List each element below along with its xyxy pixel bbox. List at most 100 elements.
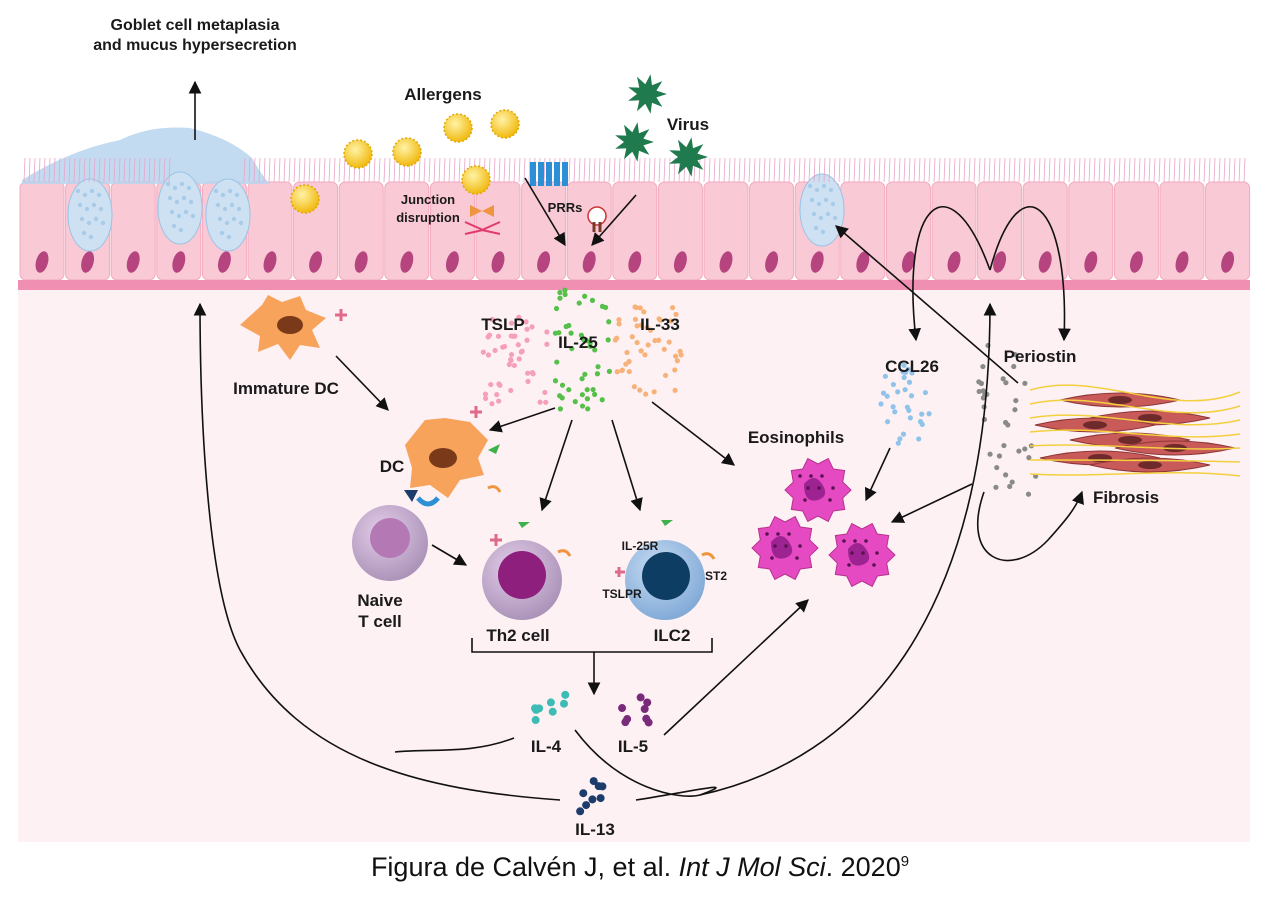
tslp-dot [486, 332, 493, 338]
cilium [953, 157, 956, 183]
tslp-dot [529, 324, 535, 330]
cilium [1098, 157, 1101, 183]
cilium [918, 157, 921, 183]
il33-dot [632, 316, 639, 322]
il25-dot [557, 289, 563, 296]
mucus-granule [88, 234, 94, 240]
il33-dot [661, 346, 667, 352]
mucus-granule [236, 206, 242, 212]
tslp-dot [542, 389, 548, 396]
periostin-dot [978, 380, 985, 387]
cilium [923, 157, 926, 183]
ccl26-dot [922, 389, 929, 396]
ccl26-dot [919, 421, 925, 428]
cilium [1198, 157, 1201, 183]
mucus-granule [226, 234, 232, 240]
tslp-dot [508, 387, 514, 394]
cilium [838, 157, 841, 183]
eosinophil-granule [798, 544, 802, 548]
il5-dot [640, 704, 649, 713]
mucus-granule [820, 229, 826, 235]
cilium [1143, 157, 1146, 183]
il33-dot [633, 304, 639, 311]
cilium [703, 157, 706, 183]
cell-nucleus [445, 251, 459, 273]
il4-dot [559, 699, 568, 708]
periostin-dot [1025, 491, 1032, 497]
fibroblasts [1029, 384, 1241, 477]
il13-dot [589, 777, 598, 786]
cilium [958, 157, 961, 183]
cilium [293, 157, 296, 183]
cilium [773, 157, 776, 183]
tslp-dot [496, 381, 502, 387]
cilium [133, 157, 136, 183]
cilium [783, 157, 786, 183]
periostin-dot [1003, 472, 1009, 478]
mucus-granule [813, 225, 819, 231]
cilium [963, 157, 966, 183]
cytokine-dots [480, 287, 1039, 816]
il25-dot [562, 291, 568, 298]
eosinophil-nucleus [804, 478, 826, 501]
tslp-dot [495, 333, 502, 339]
il33-dot [638, 348, 644, 354]
cilium [1188, 157, 1191, 183]
il5-dot [643, 698, 652, 707]
caption-text-a: Figura de Calvén J, et al. [370, 852, 679, 882]
cilium [613, 157, 616, 183]
allergen-particle [290, 184, 320, 214]
cell-nucleus [582, 251, 596, 273]
cilium [93, 157, 96, 183]
cilium [663, 157, 666, 183]
cilium [1063, 157, 1066, 183]
il25-dot [605, 337, 611, 343]
cilium [438, 157, 441, 183]
tslp-dot [524, 337, 530, 343]
mucus-granule [219, 230, 225, 236]
cilium [608, 157, 611, 183]
il33-dot [626, 358, 632, 365]
il25-dot [582, 293, 588, 299]
cilium [903, 157, 906, 183]
cilium [523, 157, 526, 183]
eosinophil-granule [798, 474, 802, 478]
cilium [338, 157, 341, 183]
cilium [1138, 157, 1141, 183]
cilium [128, 157, 131, 183]
il5-label: IL-5 [618, 737, 648, 756]
ccl26-dot [880, 390, 887, 396]
cilium [388, 157, 391, 183]
il25-dot [584, 337, 590, 344]
ccl26-dot [907, 415, 913, 421]
cell-nucleus [172, 251, 186, 273]
cilium [88, 157, 91, 183]
il5-dot [621, 718, 630, 727]
cilium [868, 157, 871, 183]
naive-label-1: Naive [357, 591, 402, 610]
mucus-granule [188, 199, 194, 205]
cilium [418, 157, 421, 183]
eosinophil-granule [872, 563, 876, 567]
cilium [153, 157, 156, 183]
il5-dot [636, 693, 645, 702]
periostin-dot [1022, 380, 1028, 386]
cilium [98, 157, 101, 183]
cilium [938, 157, 941, 183]
il33-dot [672, 387, 678, 393]
fibroblast-nucleus [1118, 436, 1142, 444]
il25-dot [569, 345, 575, 352]
eosinophil-granule [776, 532, 780, 536]
ccl26-dot [906, 379, 913, 385]
periostin-dot [987, 451, 993, 457]
cilium [793, 157, 796, 183]
cilium [443, 157, 446, 183]
periostin-label: Periostin [1004, 347, 1077, 366]
tslp-dot [508, 320, 515, 326]
cilium [943, 157, 946, 183]
dc-cell [404, 406, 502, 507]
tslp-dot [482, 391, 489, 397]
cilium [653, 157, 656, 183]
tslp-dot [529, 370, 535, 376]
cilium [1173, 157, 1176, 183]
